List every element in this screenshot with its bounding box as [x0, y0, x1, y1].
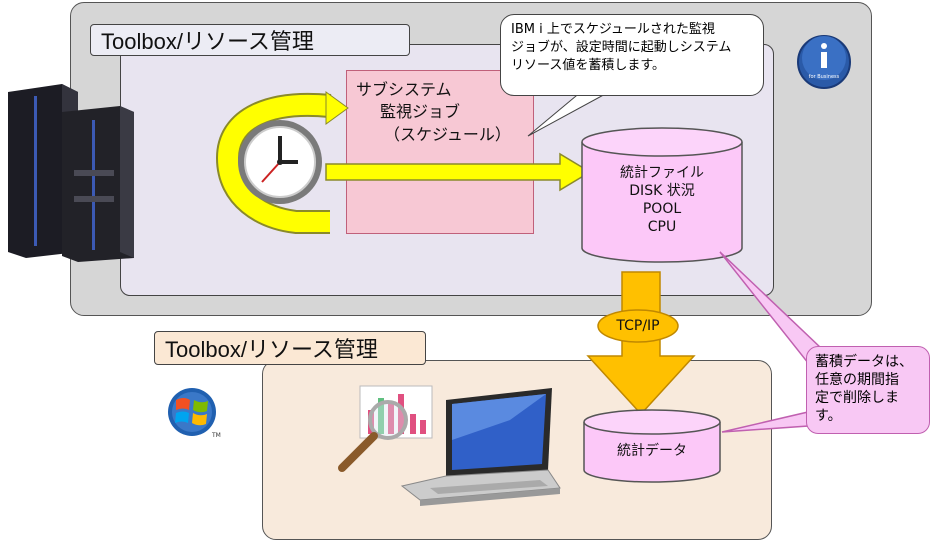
schedule-arrow [215, 91, 349, 234]
delete-callout: 蓄積データは、 任意の期間指 定で削除しま す。 [806, 346, 930, 434]
delete-callout-line2: 任意の期間指 [815, 372, 899, 388]
stats-file-cylinder [581, 127, 743, 263]
tcpip-label: TCP/IP [616, 318, 660, 334]
stats-file-line4: CPU [647, 219, 677, 235]
stats-data-label: 統計データ [617, 443, 687, 459]
chart-magnifier-icon [338, 385, 433, 472]
ibm-callout: IBM i 上でスケジュールされた監視 ジョブが、設定時間に起動しシステム リソ… [500, 14, 764, 96]
stats-file-line3: POOL [642, 201, 682, 217]
subsystem-label-3: （スケジュール） [384, 125, 511, 144]
stats-data-cylinder [583, 409, 721, 483]
delete-callout-line3: 定で削除しま [815, 390, 899, 406]
delete-callout-line4: す。 [815, 408, 842, 424]
windows-logo [168, 388, 216, 436]
laptop-icon [400, 388, 561, 506]
subsystem-label-1: サブシステム [356, 80, 452, 99]
ibm-callout-line3: リソース値を蓄積します。 [511, 58, 666, 73]
subsystem-label-2: 監視ジョブ [380, 102, 461, 121]
delete-callout-line1: 蓄積データは、 [815, 354, 913, 370]
stats-file-line1: 統計ファイル [620, 165, 704, 181]
stats-file-label: 統計ファイル DISK 状況 POOL CPU [582, 164, 742, 236]
bottom-panel-title: Toolbox/リソース管理 [154, 331, 426, 365]
ibm-i-logo [797, 35, 851, 89]
top-panel-title: Toolbox/リソース管理 [90, 24, 410, 56]
ibm-logo-text: for Business [808, 74, 840, 80]
windows-tm: TM [212, 432, 221, 439]
server-icon [8, 84, 134, 262]
collect-arrow [325, 152, 592, 192]
tcpip-arrow [586, 271, 696, 416]
subsystem-box [346, 70, 534, 234]
ibm-callout-line2: ジョブが、設定時間に起動しシステム [511, 40, 732, 55]
stats-file-line2: DISK 状況 [629, 183, 695, 199]
clock-icon [238, 120, 322, 204]
ibm-callout-line1: IBM i 上でスケジュールされた監視 [511, 22, 715, 37]
